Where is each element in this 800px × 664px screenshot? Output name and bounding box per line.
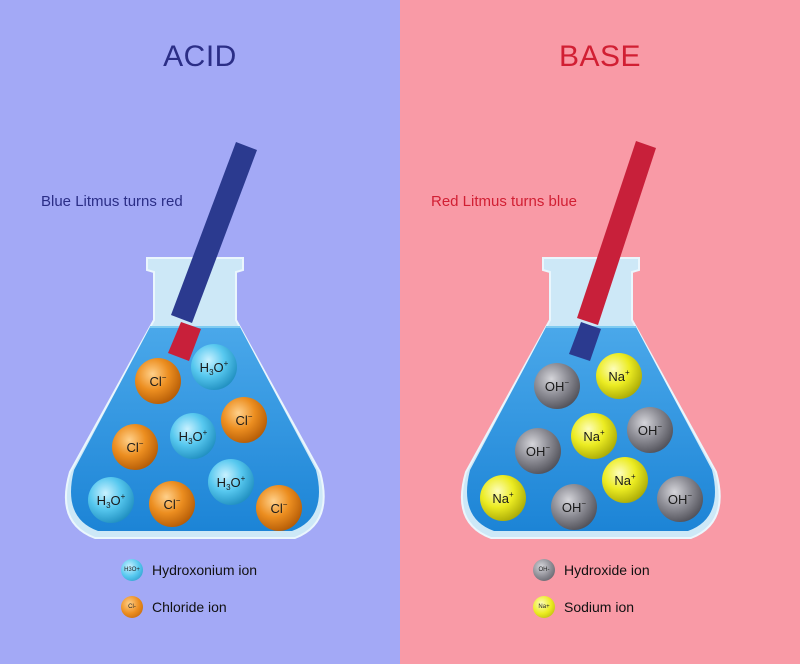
acid-ions: Cl− H3O+ Cl− H3O+ Cl− H3O+ H3O+ Cl−: [88, 344, 302, 531]
legend-label: Sodium ion: [564, 599, 635, 615]
svg-text:Na+: Na+: [614, 472, 636, 488]
base-title: BASE: [558, 40, 642, 73]
base-litmus-strip: [569, 141, 656, 361]
hydroxide-ion: OH−: [534, 363, 580, 409]
svg-text:OH−: OH−: [638, 422, 663, 438]
svg-text:H3O+: H3O+: [217, 474, 246, 492]
sodium-ion: Na+: [596, 353, 642, 399]
svg-text:Na+: Na+: [583, 428, 605, 444]
svg-text:Cl−: Cl−: [127, 439, 144, 455]
svg-text:OH−: OH−: [562, 499, 587, 515]
legend-sodium: Na+ Sodium ion: [533, 596, 634, 618]
hydroxonium-ion: H3O+: [170, 413, 216, 459]
hydroxide-ion: OH−: [515, 428, 561, 474]
chloride-ion: Cl−: [135, 358, 181, 404]
hydroxide-ion: OH−: [627, 407, 673, 453]
svg-text:OH−: OH−: [668, 491, 693, 507]
hydroxonium-ion: H3O+: [208, 459, 254, 505]
chloride-ion: Cl−: [112, 424, 158, 470]
chloride-legend-icon: Cl-: [121, 596, 143, 618]
sodium-ion: Na+: [602, 457, 648, 503]
base-ions: OH− Na+ Na+ OH− OH− Na+ Na+ OH−: [480, 353, 703, 530]
chloride-ion: Cl−: [256, 485, 302, 531]
legend-label: Hydroxonium ion: [152, 562, 258, 578]
hydroxonium-ion: H3O+: [88, 477, 134, 523]
hydroxide-legend-icon: OH-: [533, 559, 555, 581]
sodium-ion: Na+: [480, 475, 526, 521]
legend-hydroxonium: H3O+ Hydroxonium ion: [121, 559, 257, 581]
acid-litmus-caption: Blue Litmus turns red: [41, 193, 183, 210]
hydroxide-ion: OH−: [551, 484, 597, 530]
svg-text:Cl−: Cl−: [236, 412, 253, 428]
svg-text:H3O+: H3O+: [97, 492, 126, 510]
legend-chloride: Cl- Chloride ion: [121, 596, 227, 618]
hydroxide-ion: OH−: [657, 476, 703, 522]
acid-title: ACID: [163, 40, 237, 73]
svg-text:OH−: OH−: [526, 443, 551, 459]
sodium-ion: Na+: [571, 413, 617, 459]
svg-text:Cl−: Cl−: [271, 500, 288, 516]
svg-text:Cl−: Cl−: [164, 496, 181, 512]
svg-text:Na+: Na+: [492, 490, 514, 506]
svg-text:Na+: Na+: [608, 368, 630, 384]
sodium-legend-icon: Na+: [533, 596, 555, 618]
chloride-ion: Cl−: [221, 397, 267, 443]
legend-label: Hydroxide ion: [564, 562, 650, 578]
base-litmus-caption: Red Litmus turns blue: [431, 193, 577, 210]
svg-text:OH−: OH−: [545, 378, 570, 394]
legend-label: Chloride ion: [152, 599, 227, 615]
legend-hydroxide: OH- Hydroxide ion: [533, 559, 650, 581]
svg-text:H3O+: H3O+: [200, 359, 229, 377]
chloride-ion: Cl−: [149, 481, 195, 527]
acid-litmus-strip: [168, 142, 257, 361]
svg-text:Cl−: Cl−: [150, 373, 167, 389]
svg-text:H3O+: H3O+: [179, 428, 208, 446]
hydroxonium-legend-icon: H3O+: [121, 559, 143, 581]
hydroxonium-ion: H3O+: [191, 344, 237, 390]
